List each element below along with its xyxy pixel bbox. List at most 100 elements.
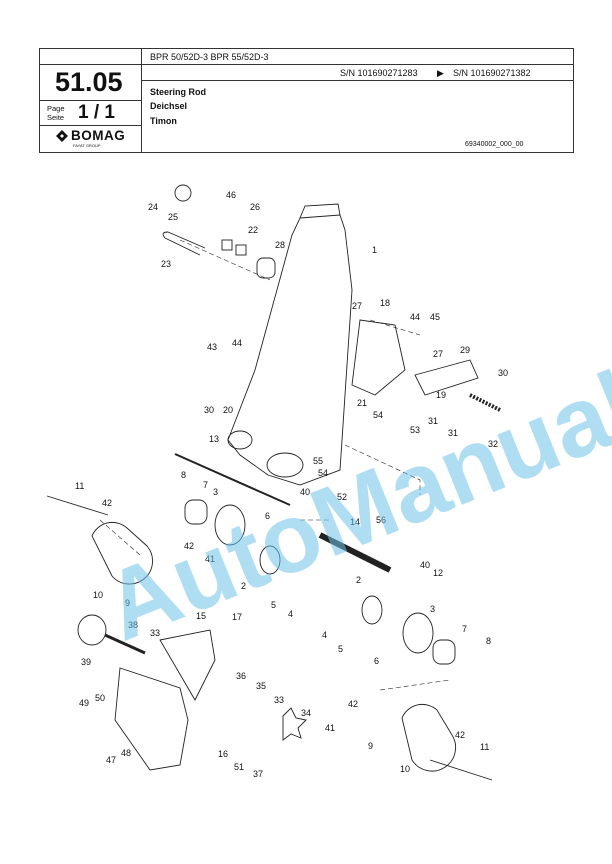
callout-number: 9 — [125, 598, 130, 608]
title-english: Steering Rod — [150, 87, 207, 97]
title-block-rule — [141, 64, 574, 65]
page-code: 51.05 — [55, 67, 123, 97]
callout-number: 17 — [232, 612, 242, 622]
title-block-rule — [39, 125, 141, 126]
callout-number: 43 — [207, 342, 217, 352]
callout-number: 52 — [337, 492, 347, 502]
callout-number: 54 — [373, 410, 383, 420]
drawbar-part — [227, 214, 353, 486]
callout-number: 39 — [81, 657, 91, 667]
callout-number: 16 — [218, 749, 228, 759]
callout-number: 1 — [372, 245, 377, 255]
callout-number: 49 — [79, 698, 89, 708]
callout-number: 7 — [203, 480, 208, 490]
callout-number: 21 — [357, 398, 367, 408]
callout-number: 29 — [460, 345, 470, 355]
mounting-plate — [351, 319, 406, 396]
callout-number: 41 — [325, 723, 335, 733]
page-label-en: Page — [47, 104, 65, 113]
callout-number: 33 — [274, 695, 284, 705]
wheel-right — [401, 703, 456, 772]
title-block-rule — [141, 80, 574, 81]
callout-number: 28 — [275, 240, 285, 250]
callout-number: 48 — [121, 748, 131, 758]
callout-number: 30 — [204, 405, 214, 415]
bolt — [429, 759, 493, 781]
title-spanish: Timon — [150, 116, 177, 126]
knob — [77, 614, 107, 646]
threaded-bolt — [104, 633, 146, 655]
callout-number: 31 — [448, 428, 458, 438]
bomag-logo-icon — [56, 130, 68, 142]
callout-number: 44 — [410, 312, 420, 322]
callout-number: 23 — [161, 259, 171, 269]
serial-arrow: ▶ — [437, 68, 444, 78]
callout-number: 9 — [368, 741, 373, 751]
callout-number: 42 — [455, 730, 465, 740]
callout-number: 35 — [256, 681, 266, 691]
bolt — [46, 495, 109, 516]
callout-number: 44 — [232, 338, 242, 348]
callout-number: 3 — [430, 604, 435, 614]
bushing — [235, 244, 247, 256]
bracket-top — [159, 629, 216, 701]
callout-number: 32 — [488, 439, 498, 449]
bearing — [361, 595, 383, 625]
callout-number: 50 — [95, 693, 105, 703]
callout-number: 42 — [348, 699, 358, 709]
hub-right — [402, 612, 434, 654]
callout-number: 11 — [480, 742, 489, 752]
drawing-number: 69340002_000_00 — [465, 141, 524, 148]
hub-left — [214, 504, 246, 546]
callout-number: 40 — [420, 560, 430, 570]
drawbar-eye — [227, 430, 253, 450]
callout-number: 56 — [376, 515, 386, 525]
title-block-rule — [39, 100, 141, 101]
page-label: Page Seite — [47, 104, 65, 122]
callout-number: 47 — [106, 755, 116, 765]
callout-number: 30 — [498, 368, 508, 378]
callout-number: 41 — [205, 554, 215, 564]
callout-number: 45 — [430, 312, 440, 322]
parts-drawing — [46, 184, 501, 781]
callout-number: 15 — [196, 611, 206, 621]
callout-number: 25 — [168, 212, 178, 222]
grip-ball — [174, 184, 192, 202]
brand-subtitle: FAYAT GROUP — [73, 143, 101, 148]
callout-number: 46 — [226, 190, 236, 200]
callout-number: 4 — [288, 609, 293, 619]
callout-number: 4 — [322, 630, 327, 640]
callout-number: 7 — [462, 624, 467, 634]
bushing — [256, 257, 276, 279]
callout-number: 42 — [102, 498, 112, 508]
callout-number: 20 — [223, 405, 233, 415]
axle-rod — [318, 532, 392, 573]
brand-name: BOMAG — [71, 128, 126, 143]
callout-number: 14 — [350, 517, 360, 527]
callout-number: 19 — [436, 390, 446, 400]
callout-number: 54 — [318, 468, 328, 478]
page-label-de: Seite — [47, 113, 65, 122]
lever — [414, 359, 479, 396]
brand-logo — [55, 129, 135, 154]
callout-number: 27 — [433, 349, 443, 359]
spacer — [184, 499, 208, 525]
spacer — [432, 639, 456, 665]
bushing — [221, 239, 233, 251]
callout-number: 26 — [250, 202, 260, 212]
callout-number: 37 — [253, 769, 263, 779]
callout-number: 2 — [241, 581, 246, 591]
model-list: BPR 50/52D-3 BPR 55/52D-3 — [150, 52, 269, 62]
wheel-left — [91, 521, 153, 585]
serial-from: S/N 101690271283 — [340, 68, 418, 78]
callout-number: 51 — [234, 762, 244, 772]
callout-number: 34 — [301, 708, 311, 718]
callout-number: 12 — [433, 568, 443, 578]
callout-number: 24 — [148, 202, 158, 212]
title-block-rule — [39, 64, 141, 65]
callout-number: 53 — [410, 425, 420, 435]
callout-number: 33 — [150, 628, 160, 638]
callout-number: 5 — [271, 600, 276, 610]
title-block-divider — [141, 48, 142, 153]
